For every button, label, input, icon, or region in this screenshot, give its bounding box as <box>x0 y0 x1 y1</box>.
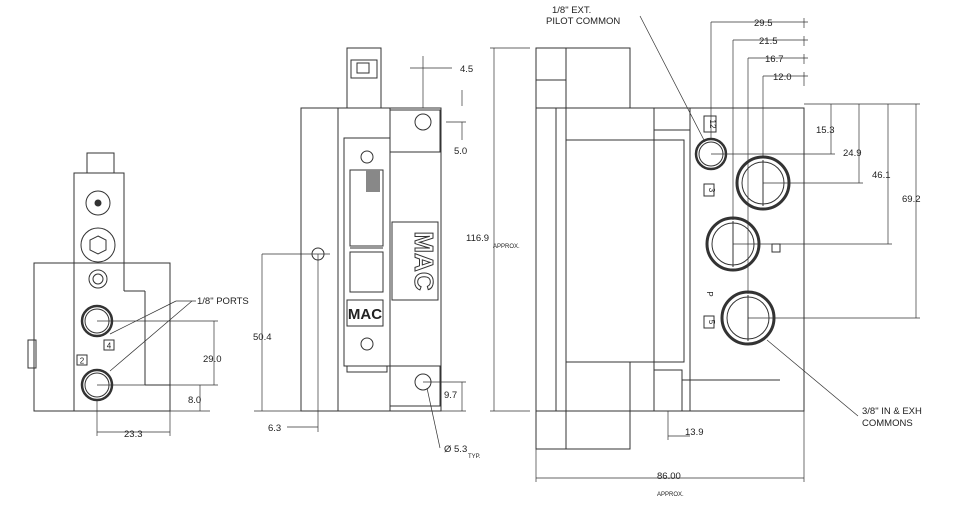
label-typ: TYP. <box>468 454 481 460</box>
left-side-tab <box>27 339 37 369</box>
right-view-dimensions <box>490 15 920 482</box>
pilot-port-label-box <box>703 115 717 133</box>
dim-13-9: 13.9 <box>685 427 704 438</box>
left-view <box>27 152 171 412</box>
dim-9-7: 9.7 <box>444 390 457 401</box>
label-ext-pilot-2: PILOT COMMON <box>546 16 620 27</box>
middle-top-screw <box>360 150 374 164</box>
dim-86-00: 86.00 <box>657 471 681 482</box>
port-label-box-4 <box>103 339 115 351</box>
dim-6-3: 6.3 <box>268 423 281 434</box>
left-base-body <box>33 262 171 412</box>
port-number-4: 4 <box>107 342 112 351</box>
label-approx-height: APPROX. <box>493 244 520 250</box>
right-top-solenoid <box>535 47 631 109</box>
dim-46-1: 46.1 <box>872 170 891 181</box>
dim-29-5: 29.5 <box>754 18 773 29</box>
dim-5-0: 5.0 <box>454 146 467 157</box>
middle-bottom-screw <box>360 337 374 351</box>
right-end-body <box>653 107 805 412</box>
left-screw-1 <box>85 190 111 216</box>
port-5-label-box <box>703 315 715 329</box>
right-coil-block <box>565 139 685 363</box>
left-top-stub <box>86 152 115 174</box>
label-in-exh-1: 3/8" IN & EXH <box>862 406 922 417</box>
label-ext-pilot-1: 1/8" EXT. <box>552 5 591 16</box>
middle-top-hole <box>414 113 432 131</box>
dim-50-4: 50.4 <box>253 332 272 343</box>
right-left-body <box>535 107 655 412</box>
port-mark-5: 5 <box>707 320 716 325</box>
dim-29-0: 29.0 <box>203 354 222 365</box>
dim-23-3: 23.3 <box>124 429 143 440</box>
port-mark-3: 3 <box>707 188 716 193</box>
port-mark-p: P <box>705 291 714 296</box>
middle-solenoid-top <box>346 47 382 109</box>
dim-5-3: Ø 5.3 <box>444 444 467 455</box>
dim-21-5: 21.5 <box>759 36 778 47</box>
label-in-exh-2: COMMONS <box>862 418 913 429</box>
port-number-2: 2 <box>80 357 85 366</box>
dim-69-2: 69.2 <box>902 194 921 205</box>
middle-bottom-ear <box>389 365 441 407</box>
left-hex-screw <box>80 227 116 263</box>
left-view-dimensions <box>96 300 218 436</box>
right-lower-manifold <box>535 410 631 450</box>
dim-24-9: 24.9 <box>843 148 862 159</box>
port-label-box-2 <box>76 354 88 366</box>
dim-15-3: 15.3 <box>816 125 835 136</box>
dim-12-0: 12.0 <box>773 72 792 83</box>
port-mark-12: 12 <box>708 120 717 129</box>
right-view <box>535 47 805 450</box>
dim-16-7: 16.7 <box>765 54 784 65</box>
mac-logo-large: MAC <box>409 231 439 290</box>
port-3-label-box <box>703 183 715 197</box>
middle-top-ear <box>389 109 441 153</box>
left-small-screw <box>88 269 108 289</box>
middle-view <box>300 47 442 412</box>
middle-mac-badge <box>346 299 384 327</box>
label-eighth-ports: 1/8" PORTS <box>197 296 249 307</box>
label-approx-width: APPROX. <box>657 492 684 498</box>
dim-116-9: 116.9 <box>466 233 489 244</box>
dim-8-0: 8.0 <box>188 395 201 406</box>
middle-view-dimensions <box>254 56 466 449</box>
middle-logo-recess <box>391 221 439 301</box>
middle-connector <box>350 59 378 79</box>
mac-logo-small: MAC <box>348 306 382 323</box>
dim-4-5: 4.5 <box>460 64 473 75</box>
